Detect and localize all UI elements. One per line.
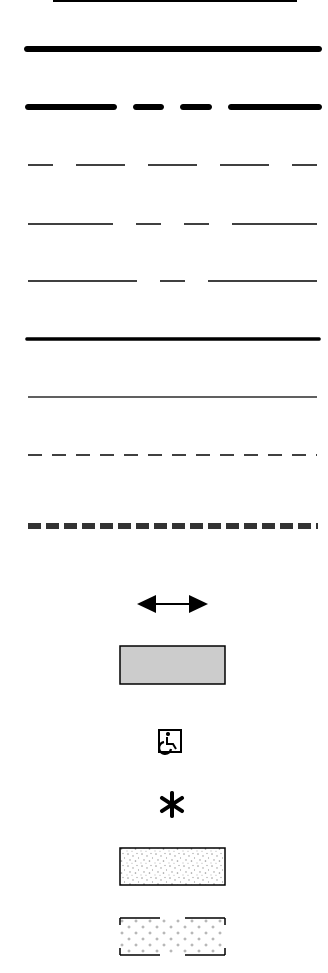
wheelchair-accessible-icon xyxy=(158,729,182,755)
asterisk-icon xyxy=(160,791,184,818)
speckled-pattern-rectangle xyxy=(119,847,226,886)
header-rule xyxy=(53,0,297,2)
gray-fill-rectangle xyxy=(119,645,226,685)
cross-hatch-pattern-rectangle xyxy=(119,917,226,956)
double-arrow-icon xyxy=(137,595,208,613)
